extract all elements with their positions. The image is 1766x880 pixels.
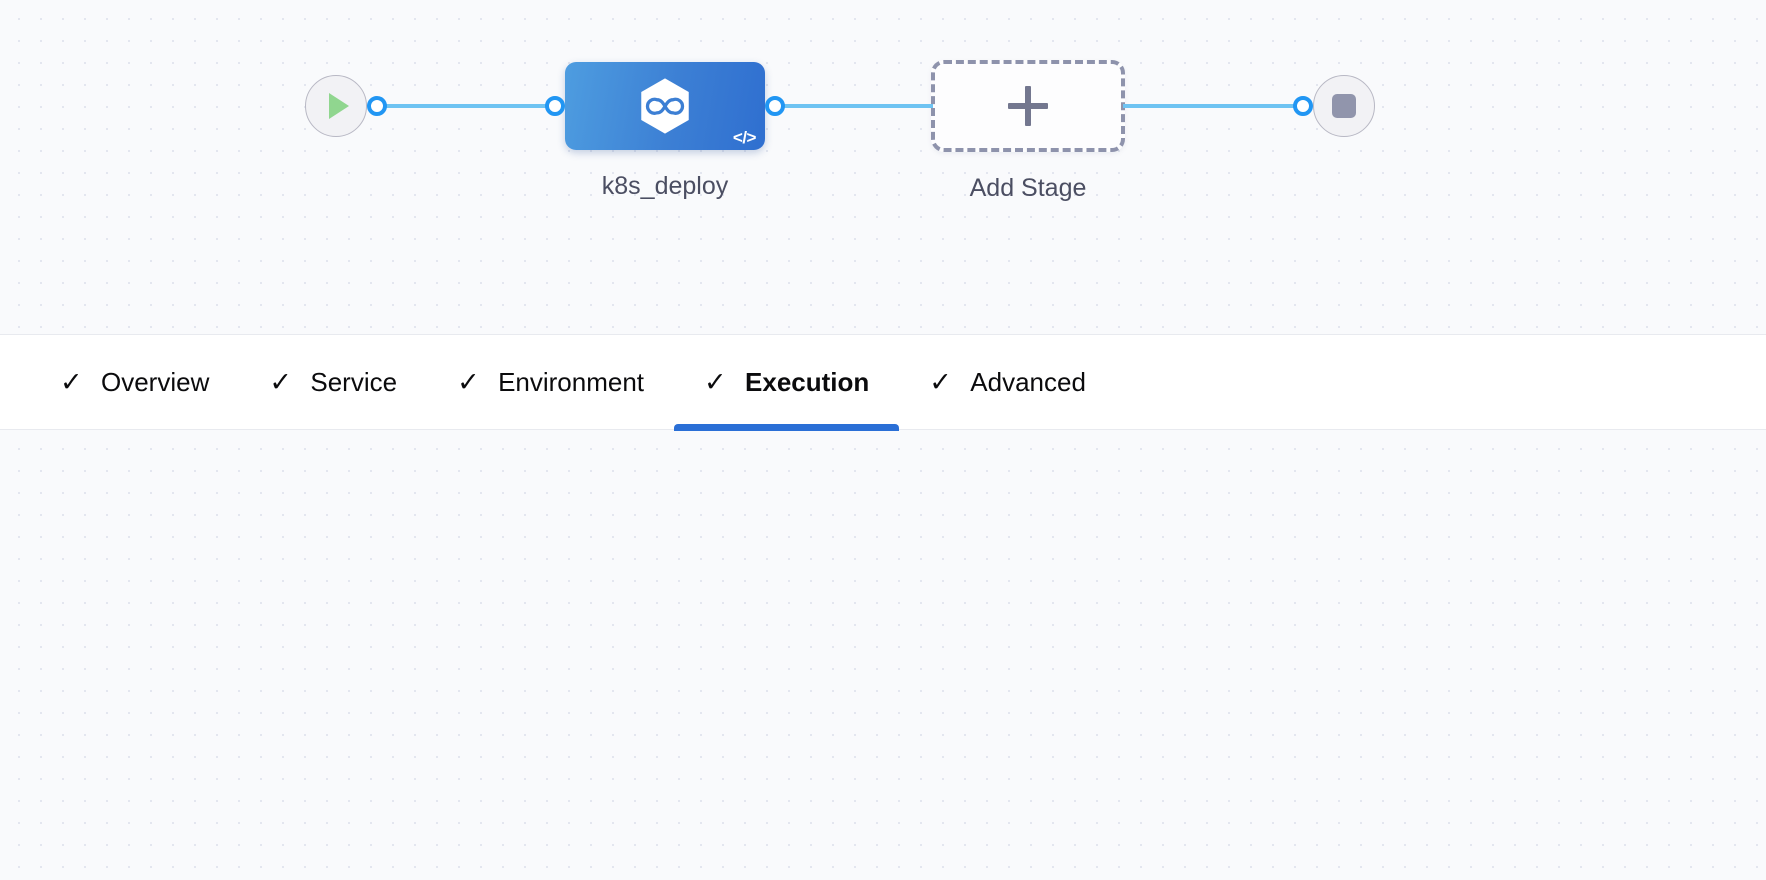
stage-node-label: k8s_deploy xyxy=(601,172,729,200)
tab-execution[interactable]: ✓ Execution xyxy=(674,334,900,431)
stage-setup-tabs: ✓ Overview ✓ Service ✓ Environment ✓ Exe… xyxy=(0,334,1766,431)
tab-label: Environment xyxy=(498,366,645,397)
execution-canvas[interactable]: </> K8sDiff xyxy=(0,430,1766,880)
stage-canvas[interactable]: </> k8s_deploy Add Stage xyxy=(0,0,1766,334)
play-icon xyxy=(329,93,349,119)
harness-hexagon-infinity-icon xyxy=(634,75,696,137)
plus-icon xyxy=(1008,86,1048,126)
tab-environment[interactable]: ✓ Environment xyxy=(427,334,674,430)
add-stage-node[interactable]: Add Stage xyxy=(931,60,1125,202)
code-badge-icon[interactable]: </> xyxy=(732,128,757,147)
tab-label: Service xyxy=(310,366,398,397)
tab-overview[interactable]: ✓ Overview xyxy=(30,334,239,430)
stage-node-k8s-deploy[interactable]: </> k8s_deploy xyxy=(565,62,765,200)
check-icon: ✓ xyxy=(929,366,952,397)
add-stage-button[interactable] xyxy=(931,60,1125,152)
stage-link-2 xyxy=(783,103,933,109)
stage-node-out-port[interactable] xyxy=(765,96,785,116)
check-icon: ✓ xyxy=(60,366,83,397)
check-icon: ✓ xyxy=(704,366,727,397)
tab-advanced[interactable]: ✓ Advanced xyxy=(899,334,1116,430)
tab-label: Overview xyxy=(101,366,210,397)
stage-node-in-port[interactable] xyxy=(545,96,565,116)
stage-end-node[interactable] xyxy=(1313,75,1375,137)
tab-service[interactable]: ✓ Service xyxy=(239,334,427,430)
stage-box[interactable]: </> xyxy=(565,62,765,150)
check-icon: ✓ xyxy=(269,366,292,397)
tab-label: Advanced xyxy=(970,366,1086,397)
stage-start-node[interactable] xyxy=(305,75,367,137)
stop-icon xyxy=(1332,94,1356,118)
stage-end-port[interactable] xyxy=(1293,96,1313,116)
add-stage-label: Add Stage xyxy=(969,174,1087,202)
stage-link-1 xyxy=(385,103,547,109)
stage-link-3 xyxy=(1123,103,1295,109)
stage-node-row: </> k8s_deploy Add Stage xyxy=(305,60,1375,202)
check-icon: ✓ xyxy=(457,366,480,397)
stage-start-port[interactable] xyxy=(367,96,387,116)
tab-label: Execution xyxy=(745,366,870,397)
